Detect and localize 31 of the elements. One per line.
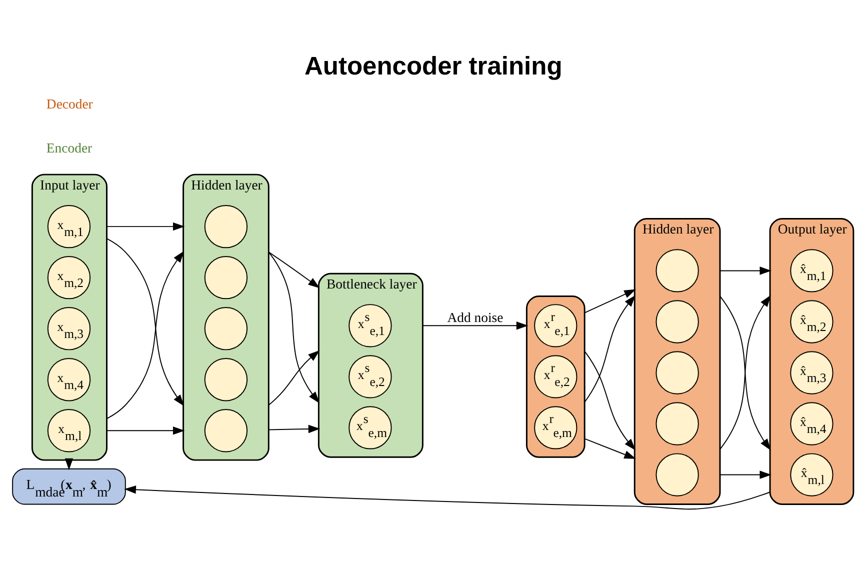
node-circle <box>204 306 248 350</box>
label: Encoder <box>46 140 92 156</box>
node-circle <box>656 350 699 394</box>
node-circle <box>656 300 699 343</box>
arrow <box>268 251 320 288</box>
arrow <box>584 438 636 458</box>
arrow <box>422 321 528 330</box>
node-circle <box>204 204 248 248</box>
arrow <box>720 470 772 478</box>
cluster: Hidden layer <box>634 217 721 504</box>
arrow <box>268 424 320 433</box>
arrow <box>268 251 320 403</box>
cluster: Hidden layer <box>182 173 270 460</box>
node-circle <box>204 255 248 299</box>
node-circle <box>204 408 248 452</box>
arrow <box>584 288 636 313</box>
arrow <box>720 266 772 274</box>
cluster <box>526 294 586 458</box>
node-circle <box>204 358 248 401</box>
edge-label: Add noise <box>447 309 504 324</box>
arrow <box>124 484 771 510</box>
node-circle <box>656 248 699 292</box>
arrow <box>584 294 636 402</box>
arrow <box>106 426 185 434</box>
arrow <box>106 222 185 230</box>
arrow <box>268 350 320 406</box>
diagram-title: Autoencoder training <box>304 52 562 80</box>
label: Decoder <box>46 96 93 112</box>
node-circle <box>656 452 699 496</box>
arrow <box>584 350 636 450</box>
node-circle <box>656 402 699 445</box>
